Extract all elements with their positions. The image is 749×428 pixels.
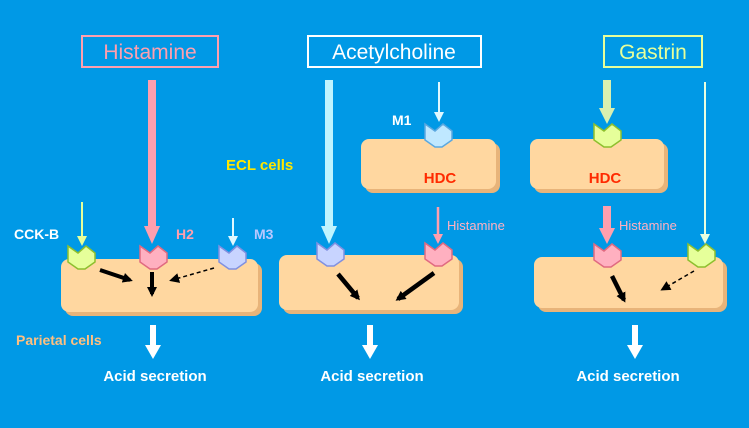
gastrin-column: Gastrin HDC Histamine Acid secretion xyxy=(530,35,727,385)
histamine-title: Histamine xyxy=(103,41,196,64)
acid-output-arrow-2-shaft xyxy=(367,325,373,347)
cckb-label: CCK-B xyxy=(14,226,59,242)
cckb-receptor-ecl xyxy=(593,122,622,148)
h2-signal-arrow-2 xyxy=(395,271,436,301)
gastrin-title-box xyxy=(603,35,703,68)
m1-receptor xyxy=(424,122,453,148)
histamine-arrow-shaft xyxy=(148,80,156,228)
acid-secretion-label-2: Acid secretion xyxy=(320,368,423,385)
ecl-cells-label: ECL cells xyxy=(226,157,293,174)
gastrin-arrow-shaft xyxy=(603,80,611,110)
m3-label: M3 xyxy=(254,226,274,242)
acetylcholine-arrow-head xyxy=(321,226,337,244)
cckb-receptor xyxy=(67,244,96,270)
parietal-cell-3 xyxy=(534,257,723,308)
m1-label: M1 xyxy=(392,112,412,128)
acetylcholine-title-box xyxy=(307,35,482,68)
cckb-receptor-parietal xyxy=(687,242,716,268)
acid-output-arrow-1-shaft xyxy=(150,325,156,347)
hdc-label-2: HDC xyxy=(589,170,622,187)
acid-secretion-label-3: Acid secretion xyxy=(576,368,679,385)
parietal-cells-label: Parietal cells xyxy=(16,332,102,348)
h2-signal-arrow-3 xyxy=(609,274,627,303)
cckb-signal-arrow xyxy=(99,268,133,283)
cckb-signal-arrow-3 xyxy=(660,270,695,291)
histamine-title-box xyxy=(81,35,219,68)
h2-receptor-3 xyxy=(593,242,622,268)
acetylcholine-column: Acetylcholine M1 HDC Histamine Acid secr… xyxy=(279,35,505,385)
histamine-mediator-label-1: Histamine xyxy=(447,218,505,233)
m3-receptor xyxy=(218,244,247,270)
histamine-mediator-label-2: Histamine xyxy=(619,218,677,233)
histamine-arrow-head xyxy=(144,226,160,244)
acid-secretion-label-1: Acid secretion xyxy=(103,368,206,385)
acid-output-arrow-3-shaft xyxy=(632,325,638,347)
hdc-label-1: HDC xyxy=(424,170,457,187)
histamine-column: Histamine CCK-B H2 M3 Acid secretion xyxy=(14,35,274,385)
histamine-release-arrow-2 xyxy=(603,206,611,230)
parietal-cell-2 xyxy=(279,255,459,310)
h2-label: H2 xyxy=(176,226,194,242)
ecl-cell-1 xyxy=(361,139,496,189)
acetylcholine-title: Acetylcholine xyxy=(332,41,456,64)
acetylcholine-arrow-shaft xyxy=(325,80,333,228)
gastrin-title: Gastrin xyxy=(619,41,687,64)
h2-receptor-1 xyxy=(139,244,168,270)
h2-receptor-2 xyxy=(424,241,453,267)
ecl-cell-2 xyxy=(530,139,664,189)
m3-signal-arrow xyxy=(169,267,215,283)
muscarinic-signal-arrow xyxy=(336,272,360,301)
muscarinic-receptor-parietal xyxy=(316,241,345,267)
